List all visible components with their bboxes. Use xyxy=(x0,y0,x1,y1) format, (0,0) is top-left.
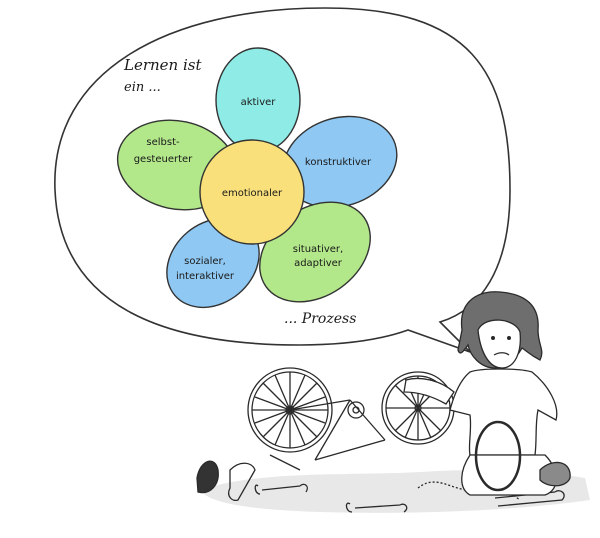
flower-center-label: emotionaler xyxy=(222,188,283,199)
petal-bottom-left-label-2: interaktiver xyxy=(176,271,235,282)
flower-center: emotionaler xyxy=(199,139,305,245)
intro-line-2: ein ... xyxy=(124,80,161,95)
bicycle-frame xyxy=(269,399,386,471)
petal-left-label-2: gesteuerter xyxy=(134,154,193,165)
saddle-icon xyxy=(196,460,219,494)
outro-text: ... Prozess xyxy=(284,311,356,327)
spanner-icon xyxy=(345,502,408,513)
flower: aktiver konstruktiver situativer, adapti… xyxy=(116,47,398,309)
petal-right-label: konstruktiver xyxy=(305,157,372,168)
girl-figure xyxy=(403,291,571,496)
girl-shoe xyxy=(539,461,571,487)
girl-left-arm xyxy=(403,377,455,405)
petal-left-label-1: selbst- xyxy=(146,137,180,148)
wrench-icon xyxy=(254,483,308,495)
petal-bottom-right-label-2: adaptiver xyxy=(294,258,343,269)
bicycle-wheel-left xyxy=(247,367,333,453)
intro-line-1: Lernen ist xyxy=(123,56,202,74)
pedal-crank-icon xyxy=(228,462,256,502)
petal-bottom-left-label-1: sozialer, xyxy=(184,256,226,267)
petal-bottom-right-label-1: situativer, xyxy=(293,244,343,255)
tire-in-hands xyxy=(474,420,522,492)
girl-shirt xyxy=(449,368,558,456)
petal-top: aktiver xyxy=(215,47,301,153)
girl-face xyxy=(477,319,521,369)
petal-top-label: aktiver xyxy=(241,97,277,108)
